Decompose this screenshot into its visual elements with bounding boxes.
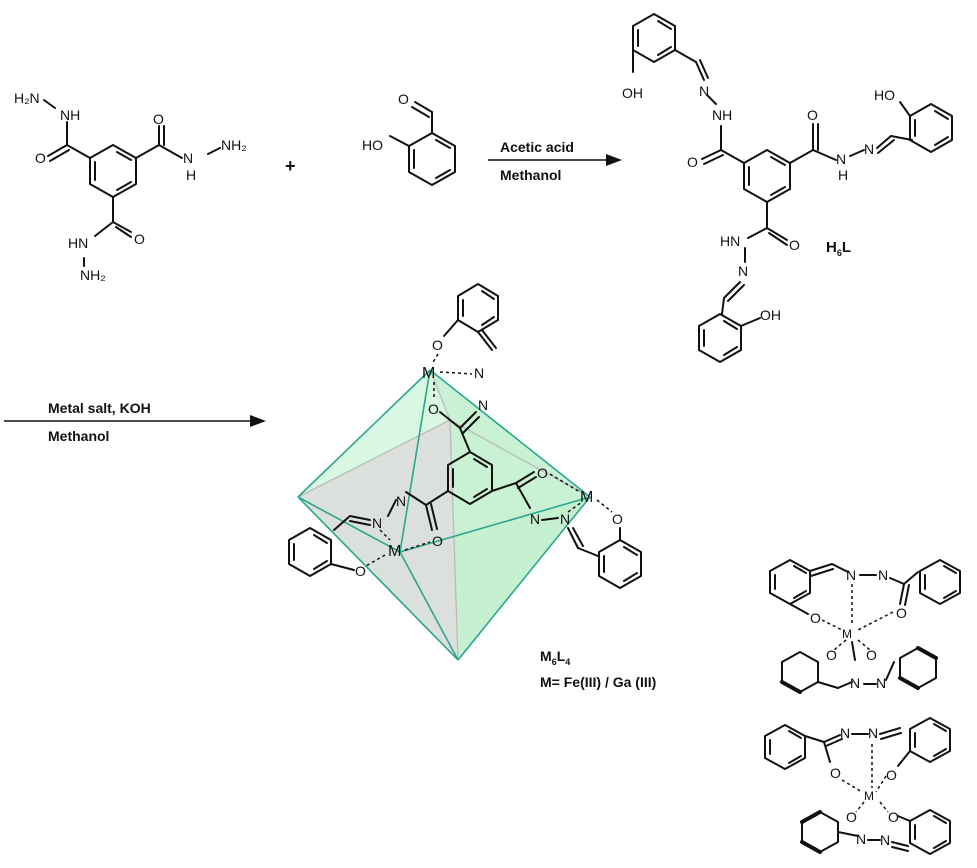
metal-definition: M= Fe(III) / Ga (III) [540,674,656,690]
arrow1-reagent: Acetic acid [500,139,574,155]
reaction-arrow-1: Acetic acid Methanol [488,139,622,183]
atom-label: N [880,832,890,848]
atom-label: O [355,563,366,579]
atom-label: O [830,765,841,781]
atom-label: NH [712,107,732,123]
atom-label: H [186,167,196,183]
atom-label: NH [60,107,80,123]
arrow1-solvent: Methanol [500,167,561,183]
metal-label: M [842,627,852,641]
atom-label: O [888,809,899,825]
atom-label: O [35,150,46,166]
atom-label: N [878,567,888,583]
reactant-trihydrazide: H₂N NH O O N H NH₂ O HN NH₂ [14,90,247,283]
atom-label: N [846,567,856,583]
atom-label: N [372,515,382,531]
atom-label: N [850,675,860,691]
cage-octahedron: O N M O N O N N M O [288,283,656,690]
plus-sign: + [285,156,296,176]
atom-label: O [896,605,907,621]
ligand-label: H6L [826,239,851,258]
atom-label: O [134,231,145,247]
atom-label: O [398,91,409,107]
coordination-detail-1: N N O O M O O N N [769,559,961,694]
atom-label: O [810,610,821,626]
atom-label: O [428,401,439,417]
atom-label: O [612,511,623,527]
atom-label: O [789,237,800,253]
atom-label: N [868,725,878,741]
atom-label: NH₂ [221,137,247,153]
atom-label: N [478,397,488,413]
atom-label: N [530,511,540,527]
atom-label: N [396,493,406,509]
atom-label: O [537,465,548,481]
atom-label: N [183,150,193,166]
atom-label: O [846,809,857,825]
atom-label: O [432,533,443,549]
atom-label: HN [720,233,740,249]
coordination-detail-2: N N O O M O O N N [764,717,951,855]
atom-label: O [807,107,818,123]
atom-label: O [886,767,897,783]
cage-name: M6L4 [540,648,570,667]
atom-label: HN [68,235,88,251]
reaction-arrow-2: Metal salt, KOH Methanol [4,400,266,444]
atom-label: N [864,141,874,157]
atom-label: O [866,647,877,663]
metal-label: M [864,789,874,803]
product-h6l: OH N NH O O N H N HO [622,13,953,363]
atom-label: O [687,154,698,170]
atom-label: N [856,831,866,847]
atom-label: O [432,337,443,353]
arrow2-reagent: Metal salt, KOH [48,400,151,416]
atom-label: N [560,511,570,527]
arrow2-solvent: Methanol [48,428,109,444]
atom-label: N [840,725,850,741]
metal-label: M [422,365,435,382]
atom-label: NH₂ [80,267,106,283]
atom-label: N [836,151,846,167]
metal-label: M [580,489,593,506]
atom-label: HO [362,137,383,153]
atom-label: H₂N [14,90,40,106]
atom-label: H [838,167,848,183]
atom-label: O [153,111,164,127]
atom-label: N [876,675,886,691]
atom-label: N [738,263,748,279]
atom-label: O [826,647,837,663]
atom-label: OH [622,85,643,101]
atom-label: N [699,83,709,99]
atom-label: HO [874,87,895,103]
reactant-salicylaldehyde: O HO [362,91,456,186]
atom-label: N [474,365,484,381]
atom-label: OH [760,307,781,323]
metal-label: M [388,543,401,560]
